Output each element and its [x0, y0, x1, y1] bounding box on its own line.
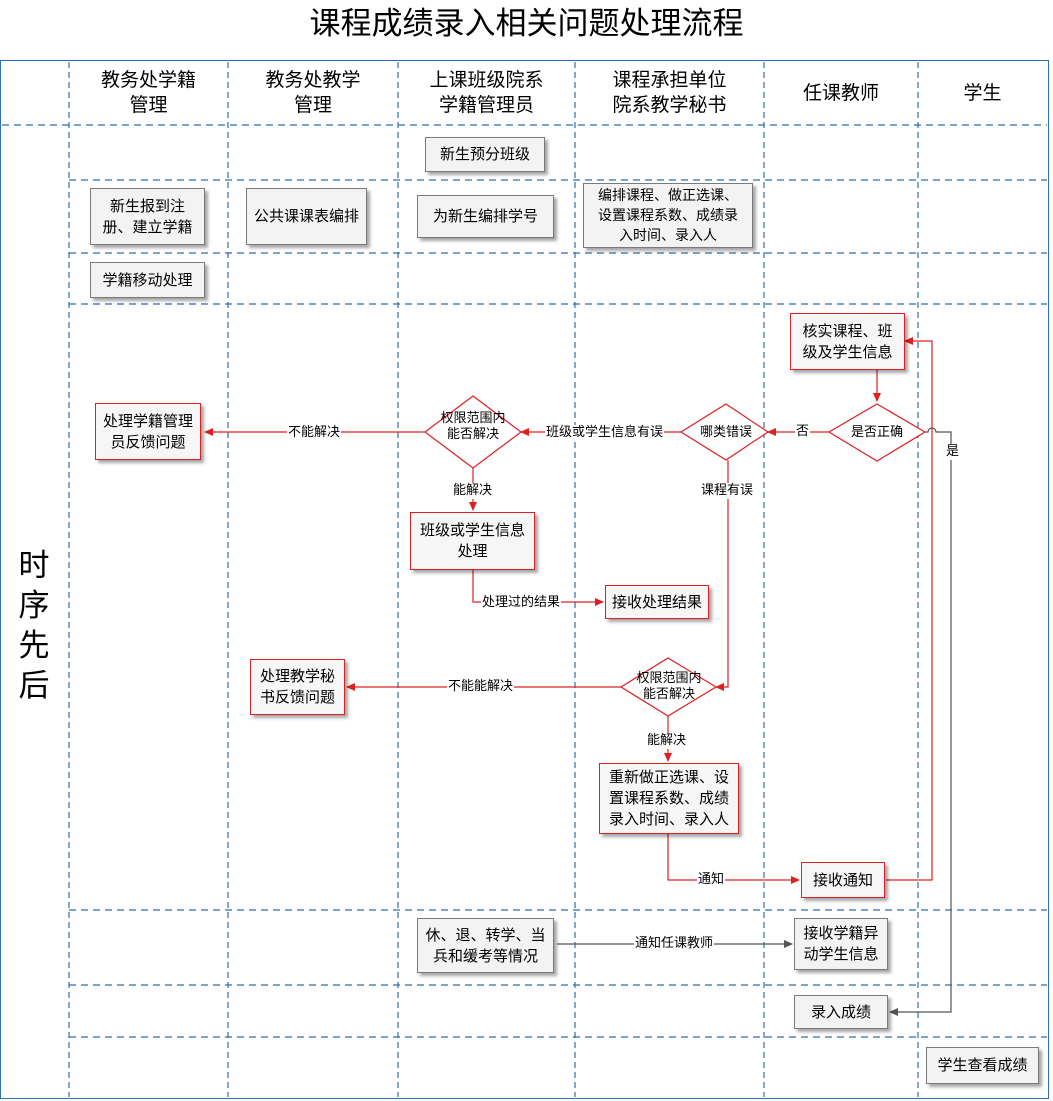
step-redo-course: 重新做正选课、设 置课程系数、成绩 录入时间、录入人 [599, 763, 739, 834]
step-receive-notice: 接收通知 [801, 862, 885, 898]
timeline-label: 时 序 先 后 [6, 546, 62, 706]
lane-header-secretary: 课程承担单位 院系教学秘书 [575, 62, 764, 124]
diamond-can-solve-1 [424, 395, 522, 469]
diamond-is-correct [827, 403, 927, 462]
lane-header-text: 教务处学籍 管理 [100, 69, 196, 116]
timeline-char: 序 [18, 588, 50, 624]
edge-label-can-solve-1: 能解决 [452, 483, 494, 499]
step-new-student-class: 新生预分班级 [425, 137, 545, 172]
step-student-number: 为新生编排学号 [417, 195, 554, 238]
edge-label-class-or-student-error: 班级或学生信息有误 [545, 425, 665, 441]
decision-is-correct: 是否正确 [850, 425, 903, 440]
lane-header-teacher: 任课教师 [764, 62, 918, 124]
step-leave-cases: 休、退、转学、当 兵和缓考等情况 [417, 918, 554, 973]
page-title: 课程成绩录入相关问题处理流程 [309, 6, 744, 42]
lane-header-text: 课程承担单位 院系教学秘书 [612, 69, 727, 116]
edge-label-cannot-solve-1: 不能解决 [287, 425, 342, 441]
diamond-error-type [679, 403, 770, 461]
decision-error-type: 哪类错误 [699, 425, 752, 440]
lane-header-student: 学生 [918, 62, 1047, 124]
edge-label-cannot-solve-2: 不能能解决 [447, 679, 515, 695]
step-course-setup: 编排课程、做正选课、 设置课程系数、成绩录 入时间、录入人 [583, 183, 753, 248]
step-handle-class-info: 班级或学生信息 处理 [410, 512, 535, 570]
step-receive-result: 接收处理结果 [605, 585, 709, 619]
lane-header-text: 教务处教学 管理 [265, 69, 361, 116]
lane-header-text: 上课班级院系 学籍管理员 [429, 69, 544, 116]
swimlane-frame [0, 60, 1049, 1099]
edge-label-no: 否 [795, 424, 811, 440]
decision-can-solve-1: 权限范围内 能否解决 [440, 411, 506, 442]
lane-header-teaching: 教务处教学 管理 [228, 62, 398, 124]
step-view-grades: 学生查看成绩 [926, 1047, 1039, 1084]
edge-label-processed-result: 处理过的结果 [481, 595, 562, 611]
step-handle-registry: 处理学籍管理 员反馈问题 [95, 403, 201, 460]
lane-header-text: 学生 [963, 81, 1002, 104]
timeline-char: 后 [18, 668, 50, 704]
step-status-change: 学籍移动处理 [90, 262, 205, 298]
step-register: 新生报到注 册、建立学籍 [90, 188, 205, 245]
lane-header-registry: 教务处学籍 管理 [69, 62, 228, 124]
lane-header-text: 任课教师 [802, 81, 879, 104]
edge-label-course-error: 课程有误 [700, 483, 755, 499]
timeline-char: 时 [18, 548, 50, 584]
lane-header-class-admin: 上课班级院系 学籍管理员 [398, 62, 575, 124]
edge-label-notify-teacher: 通知任课教师 [634, 936, 715, 952]
edge-label-notify: 通知 [697, 872, 726, 888]
step-verify-info: 核实课程、班 级及学生信息 [790, 313, 905, 370]
diamond-can-solve-2 [619, 657, 718, 717]
step-handle-secretary: 处理教学秘 书反馈问题 [250, 659, 345, 715]
edge-label-yes: 是 [945, 444, 961, 460]
step-enter-grades: 录入成绩 [794, 995, 888, 1029]
step-receive-status-change: 接收学籍异 动学生信息 [794, 918, 888, 970]
decision-can-solve-2: 权限范围内 能否解决 [636, 671, 702, 702]
edge-label-can-solve-2: 能解决 [646, 733, 688, 749]
timeline-char: 先 [18, 628, 50, 664]
step-public-schedule: 公共课课表编排 [246, 188, 367, 245]
